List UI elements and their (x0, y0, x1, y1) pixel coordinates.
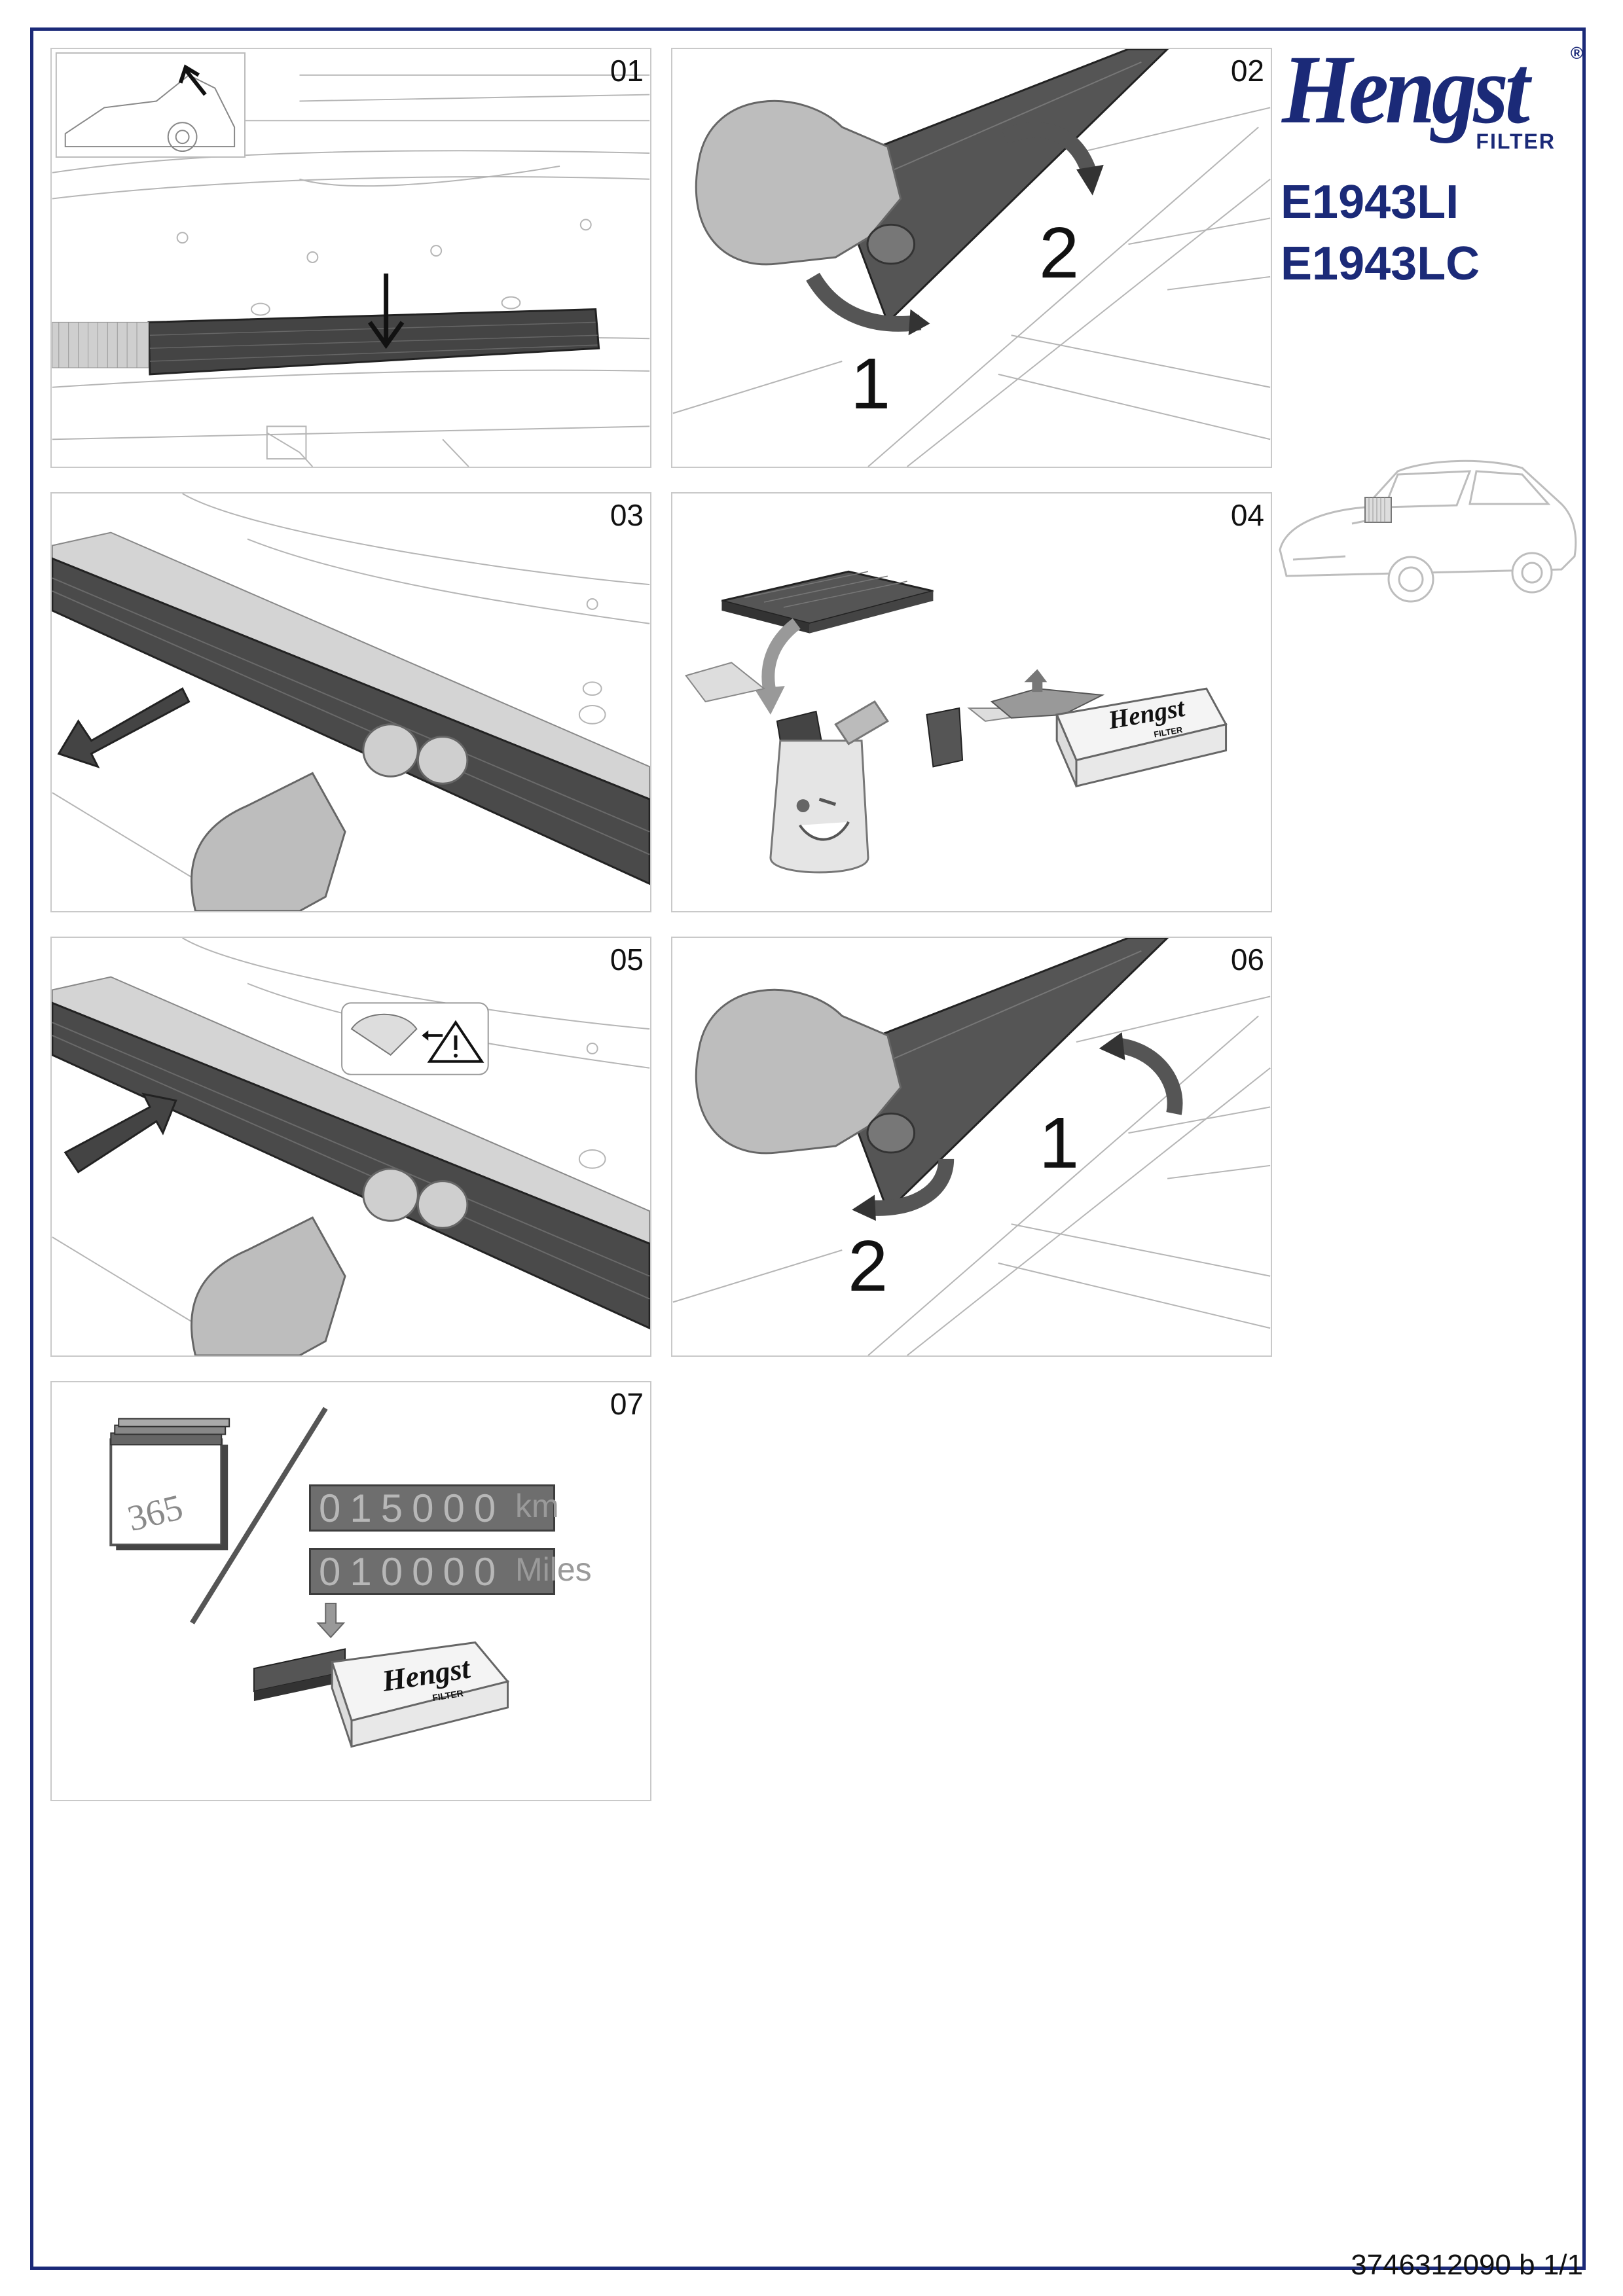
step-01-panel: 01 (50, 48, 651, 468)
km-reading: 015000 (319, 1486, 505, 1530)
km-unit: km (515, 1488, 559, 1524)
callout-1: 1 (850, 344, 891, 424)
old-filter (721, 570, 934, 625)
curved-arrow-icon (761, 618, 801, 697)
box-subtitle: FILTER (431, 1688, 464, 1703)
divider-slash (190, 1407, 328, 1624)
miles-reading: 010000 (319, 1549, 505, 1594)
step-number: 06 (1230, 942, 1264, 977)
insert-arrow-icon (1024, 669, 1048, 692)
step-03-panel: 03 (50, 492, 651, 912)
hood-open-arrow-icon (184, 68, 207, 96)
step-number: 02 (1230, 54, 1264, 88)
cabin-filter (52, 1001, 650, 1330)
document-number: 3746312090 b 1/1 (1351, 2249, 1583, 2281)
clip-fastener (866, 1112, 916, 1154)
rotate-arrow-1-icon (1114, 1037, 1183, 1115)
rotate-arrow-2-icon (1002, 122, 1097, 175)
callout-2: 2 (1039, 213, 1080, 293)
rotate-arrow-2-icon (867, 1158, 955, 1216)
callout-2: 2 (848, 1226, 888, 1306)
hand-illustration (190, 772, 346, 911)
step-number: 05 (610, 942, 644, 977)
product-code: E1943LC (1281, 238, 1480, 290)
pull-direction-arrow-icon (57, 687, 191, 768)
new-filter-piece (926, 707, 964, 768)
clip-fastener (866, 223, 916, 265)
page-border (30, 27, 1586, 2270)
miles-counter: 010000 (309, 1548, 555, 1595)
logo-subtitle: FILTER (1476, 130, 1556, 153)
callout-1: 1 (1039, 1103, 1080, 1183)
remove-cover-illustration (672, 49, 1271, 467)
filter-location-marker (1364, 497, 1392, 523)
inset-car-hood (55, 52, 246, 158)
hand-illustration (685, 662, 766, 703)
km-counter: 015000 (309, 1484, 555, 1532)
cowl-cover (828, 49, 1169, 325)
product-code: E1943LI (1281, 176, 1459, 228)
step-number: 07 (610, 1387, 644, 1421)
hand-illustration (695, 99, 902, 266)
miles-unit: Miles (515, 1551, 592, 1588)
rotate-arrow-1-icon (806, 272, 922, 332)
down-arrow-icon (316, 1602, 346, 1639)
trash-can-icon (769, 740, 869, 874)
step-07-panel: Hengst FILTER 365 015000 km 010000 Miles… (50, 1381, 651, 1801)
windshield-cowl-illustration (52, 52, 650, 467)
hand-illustration (190, 1216, 346, 1355)
step-06-panel: 1 2 06 (671, 937, 1272, 1357)
step-number: 03 (610, 498, 644, 532)
dispose-and-replace-illustration: Hengst FILTER (685, 570, 1228, 874)
step-number: 04 (1230, 498, 1264, 532)
logo-wordmark: Hengst (1282, 35, 1530, 144)
refit-cover-illustration (672, 938, 1271, 1355)
service-interval-illustration: Hengst FILTER (109, 1407, 510, 1748)
registered-mark: ® (1570, 43, 1583, 63)
step-02-panel: 1 2 02 (671, 48, 1272, 468)
pull-out-filter-illustration (52, 493, 650, 911)
cabin-filter (52, 557, 650, 886)
step-04-panel: Hengst FILTER 04 (671, 492, 1272, 912)
hengst-logo: Hengst ® FILTER (1282, 41, 1584, 158)
replacement-filter (990, 688, 1105, 719)
insert-filter-illustration (52, 938, 650, 1355)
insert-direction-arrow-icon (64, 1092, 177, 1174)
car-filter-location-icon (1279, 459, 1577, 603)
step-number: 01 (610, 54, 644, 88)
step-05-panel: 05 (50, 937, 651, 1357)
hand-illustration (695, 988, 902, 1155)
cowl-cover (828, 938, 1169, 1213)
